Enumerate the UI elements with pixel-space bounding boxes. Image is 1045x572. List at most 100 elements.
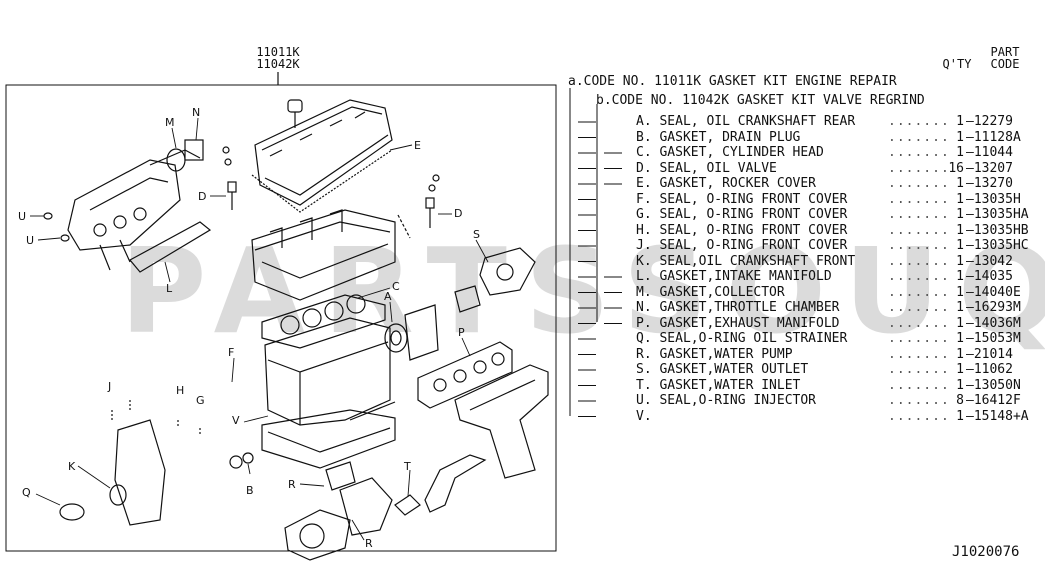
parts-list-row: S. GASKET,WATER OUTLET..........1—11062 — [0, 362, 1045, 378]
leader-dots: .......... — [888, 222, 946, 238]
part-qty: 1 — [956, 346, 964, 362]
leader-dots: .......... — [888, 253, 946, 269]
part-label: R. GASKET,WATER PUMP — [636, 346, 793, 362]
diagram-frame — [5, 84, 557, 552]
parts-tree-ticks — [578, 121, 622, 417]
dash: — — [966, 207, 974, 222]
parts-list-row: D. SEAL, OIL VALVE..........16—13207 — [0, 161, 1045, 177]
callout-n: N — [192, 106, 201, 119]
callout-d-right: D — [454, 207, 463, 220]
injector-orings-drawing — [43, 212, 70, 242]
callout-u-top: U — [18, 210, 27, 223]
leader-dots: .......... — [888, 346, 946, 362]
part-qty: 1 — [956, 129, 964, 145]
part-label: A. SEAL, OIL CRANKSHAFT REAR — [636, 114, 856, 129]
part-qty: 1 — [956, 284, 964, 300]
watermark-text: PARTSSOUQ — [120, 222, 1045, 360]
callout-u-bottom: U — [26, 234, 35, 247]
leader-dots: .......... — [888, 377, 946, 393]
parts-list-row: F. SEAL, O-RING FRONT COVER..........1—1… — [0, 192, 1045, 208]
part-qty: 8 — [956, 393, 964, 408]
parts-list-row: G. SEAL, O-RING FRONT COVER..........1—1… — [0, 207, 1045, 223]
part-qty: 1 — [956, 331, 964, 346]
part-code: —14035 — [966, 269, 1013, 284]
leader-dots: .......... — [888, 145, 946, 160]
intake-manifold-drawing — [67, 149, 201, 271]
parts-tree-lines — [569, 88, 598, 416]
water-inlet-drawing — [394, 454, 487, 516]
part-code: —13050N — [966, 378, 1021, 393]
callout-b: B — [246, 484, 254, 497]
leader-dots: .......... — [888, 191, 946, 207]
part-code-value: 13270 — [973, 176, 1013, 191]
exhaust-gasket-drawing — [417, 341, 513, 409]
part-code-value: 13050N — [973, 377, 1021, 393]
part-qty: 1 — [956, 315, 964, 331]
dash: — — [966, 269, 974, 284]
part-qty: 1 — [956, 377, 964, 393]
intake-gasket-drawing — [129, 221, 212, 273]
part-code-value: 14036M — [973, 315, 1021, 331]
part-code-value: 13035HA — [973, 207, 1029, 222]
parts-list-row: L. GASKET,INTAKE MANIFOLD..........1—140… — [0, 269, 1045, 285]
callout-c: C — [392, 280, 400, 293]
callout-s: S — [473, 228, 480, 241]
part-qty: 1 — [956, 145, 964, 160]
callout-g: G — [196, 394, 205, 407]
part-qty: 1 — [956, 408, 964, 424]
part-label: V. — [636, 408, 652, 424]
dash: — — [966, 114, 974, 129]
parts-list-row: B. GASKET, DRAIN PLUG..........1—11128A — [0, 130, 1045, 146]
callout-d-left: D — [198, 190, 207, 203]
parts-list-row: R. GASKET,WATER PUMP..........1—21014 — [0, 347, 1045, 363]
part-label: G. SEAL, O-RING FRONT COVER — [636, 207, 848, 222]
part-code-value: 14035 — [973, 269, 1013, 284]
catalog-number: J1020076 — [952, 544, 1020, 560]
part-header-line2: CODE — [990, 57, 1020, 71]
qty-header: Q'TY — [942, 57, 972, 71]
parts-list-row: C. GASKET, CYLINDER HEAD..........1—1104… — [0, 145, 1045, 161]
collector-gasket-drawing — [166, 148, 186, 172]
rear-seal-drawing — [384, 323, 408, 353]
parts-list-row: N. GASKET,THROTTLE CHAMBER..........1—16… — [0, 300, 1045, 316]
part-label: F. SEAL, O-RING FRONT COVER — [636, 191, 848, 207]
dash: — — [966, 238, 974, 253]
oil-strainer-seal-drawing — [59, 503, 85, 521]
drain-plug-gasket-drawing — [242, 452, 254, 464]
part-code: —13035HC — [966, 238, 1029, 253]
callout-a: A — [384, 290, 392, 303]
code-a-title: a.CODE NO. 11011K GASKET KIT ENGINE REPA… — [568, 74, 897, 89]
dash: — — [966, 315, 974, 331]
leader-dots: .......... — [888, 129, 946, 145]
exhaust-manifold-drawing — [454, 364, 549, 479]
part-qty: 1 — [956, 222, 964, 238]
part-label: L. GASKET,INTAKE MANIFOLD — [636, 269, 832, 284]
leader-dots: .......... — [888, 114, 946, 129]
parts-list-row: Q. SEAL,O-RING OIL STRAINER..........1—1… — [0, 331, 1045, 347]
oil-pan-drawing — [261, 409, 396, 469]
cylinder-head-drawing — [251, 209, 411, 301]
water-outlet-drawing — [454, 247, 536, 313]
dash: — — [966, 191, 974, 207]
part-label: Q. SEAL,O-RING OIL STRAINER — [636, 331, 848, 346]
part-qty: 1 — [956, 207, 964, 222]
part-code: —15148+A — [966, 409, 1029, 424]
part-code: —13035H — [966, 192, 1021, 207]
part-code-value: 11044 — [973, 145, 1013, 160]
water-pump-drawing — [284, 461, 393, 561]
parts-list-row: T. GASKET,WATER INLET..........1—13050N — [0, 378, 1045, 394]
part-qty: 1 — [956, 176, 964, 191]
leader-dots: .......... — [888, 269, 946, 284]
dash: — — [966, 346, 974, 362]
dash: — — [966, 393, 974, 408]
dash: — — [966, 253, 974, 269]
part-code-value: 13042 — [973, 253, 1013, 269]
part-label: E. GASKET, ROCKER COVER — [636, 176, 817, 191]
leader-dots: .......... — [888, 300, 946, 315]
part-code: —16412F — [966, 393, 1021, 408]
parts-list-row: H. SEAL, O-RING FRONT COVER..........1—1… — [0, 223, 1045, 239]
rear-plate-drawing — [404, 304, 439, 361]
part-code: —13207 — [966, 161, 1013, 176]
leader-dots: .......... — [888, 331, 946, 346]
parts-list-row: P. GASKET,EXHAUST MANIFOLD..........1—14… — [0, 316, 1045, 332]
